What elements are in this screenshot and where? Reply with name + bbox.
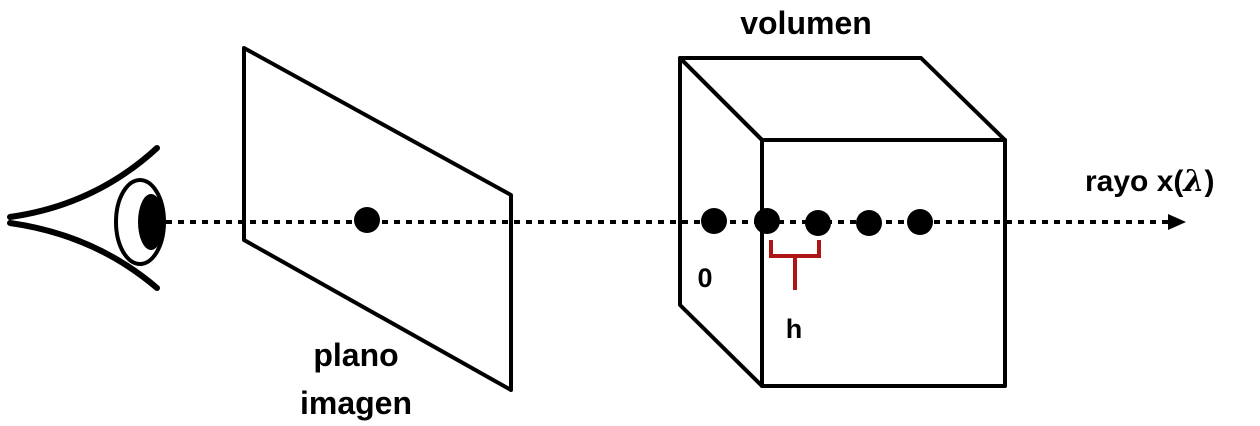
sample-point: [907, 209, 933, 235]
image-plane-label-line1: plano: [313, 337, 398, 373]
ray-label-prefix: rayo x(: [1085, 165, 1183, 198]
image-plane-label-line2: imagen: [300, 385, 412, 421]
origin-label: 0: [697, 263, 712, 293]
ray-label-param: λ: [1181, 164, 1204, 199]
sample-point: [856, 210, 882, 236]
image-plane: [242, 46, 513, 392]
image-plane-point: [354, 207, 380, 233]
volume-label: volumen: [740, 5, 872, 41]
sample-point: [701, 208, 727, 234]
ray-arrowhead: [1168, 214, 1186, 230]
ray-label: rayo x(λ): [1085, 164, 1214, 199]
eye-icon: [7, 145, 166, 291]
sample-point: [805, 210, 831, 236]
step-bracket: [769, 240, 821, 290]
ray-sample-points: [701, 208, 933, 236]
ray-label-suffix: ): [1204, 165, 1214, 198]
step-label: h: [786, 314, 803, 344]
volume-cube: [678, 56, 1007, 388]
sample-point: [754, 208, 780, 234]
